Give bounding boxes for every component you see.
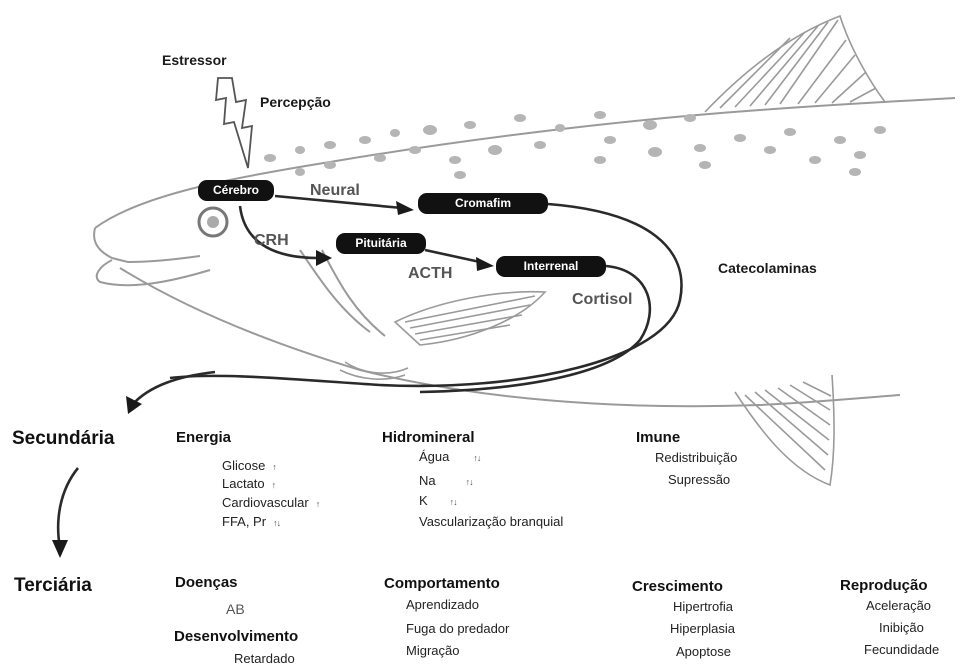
node-cerebro: Cérebro xyxy=(198,180,274,201)
desenvolvimento-title: Desenvolvimento xyxy=(174,628,298,645)
percepcao-label: Percepção xyxy=(260,94,331,110)
hidromineral-item: Na↑↓ xyxy=(419,473,473,488)
cortisol-label: Cortisol xyxy=(572,291,632,309)
estressor-label: Estressor xyxy=(162,52,227,68)
comportamento-title: Comportamento xyxy=(384,575,500,592)
crescimento-item: Hipertrofia xyxy=(673,599,733,614)
catecolaminas-label: Catecolaminas xyxy=(718,260,817,276)
crescimento-title: Crescimento xyxy=(632,578,723,595)
hidromineral-item: K↑↓ xyxy=(419,493,457,508)
energia-item: FFA, Pr↑↓ xyxy=(222,514,280,529)
comportamento-item: Migração xyxy=(406,643,459,658)
reproducao-item: Fecundidade xyxy=(864,642,939,657)
reproducao-item: Aceleração xyxy=(866,598,931,613)
imune-title: Imune xyxy=(636,429,680,446)
lightning-bolt-icon xyxy=(216,78,252,168)
node-cromafim: Cromafim xyxy=(418,193,548,214)
energia-item: Glicose↑ xyxy=(222,458,276,473)
doencas-title: Doenças xyxy=(175,574,238,591)
level-secundaria: Secundária xyxy=(12,428,114,450)
comportamento-item: Fuga do predador xyxy=(406,621,509,636)
imune-item: Supressão xyxy=(668,472,730,487)
acth-label: ACTH xyxy=(408,265,452,283)
hidromineral-item: Vascularização branquial xyxy=(419,514,563,529)
comportamento-item: Aprendizado xyxy=(406,597,479,612)
crescimento-item: Hiperplasia xyxy=(670,621,735,636)
reproducao-item: Inibição xyxy=(879,620,924,635)
neural-label: Neural xyxy=(310,182,360,200)
crescimento-item: Apoptose xyxy=(676,644,731,659)
crh-label: CRH xyxy=(254,232,289,250)
hidromineral-title: Hidromineral xyxy=(382,429,475,446)
energia-title: Energia xyxy=(176,429,231,446)
hidromineral-item: Água↑↓ xyxy=(419,449,480,464)
node-pituitaria: Pituitária xyxy=(336,233,426,254)
level-terciaria: Terciária xyxy=(14,575,92,597)
energia-item: Lactato↑ xyxy=(222,476,275,491)
energia-item: Cardiovascular↑ xyxy=(222,495,319,510)
node-interrenal: Interrenal xyxy=(496,256,606,277)
reproducao-title: Reprodução xyxy=(840,577,928,594)
desenvolvimento-item: Retardado xyxy=(234,651,295,666)
doencas-item: AB xyxy=(226,601,245,617)
imune-item: Redistribuição xyxy=(655,450,737,465)
